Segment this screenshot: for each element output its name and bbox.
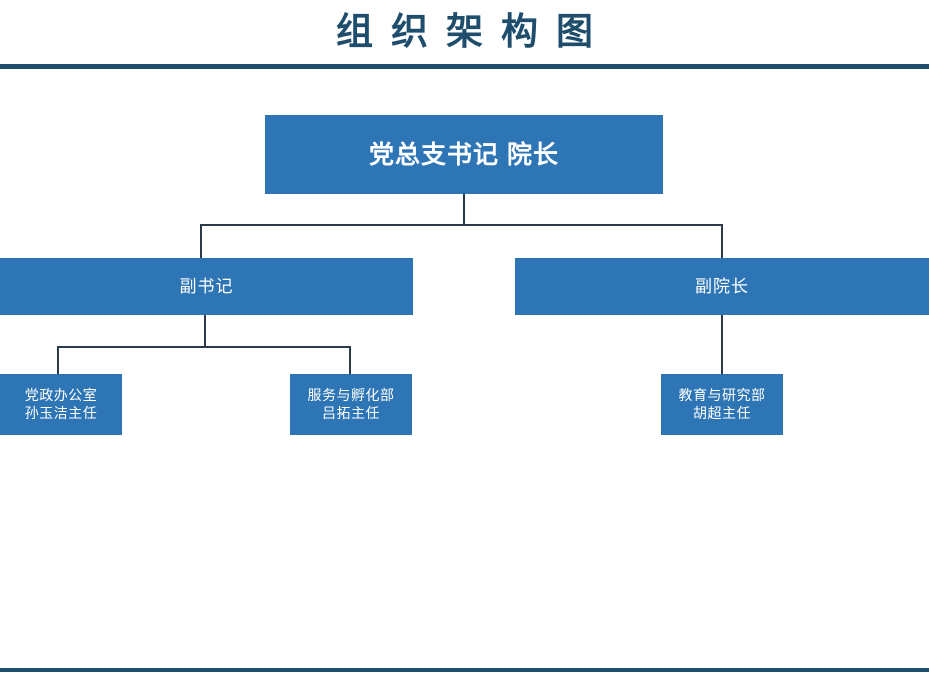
org-node-service[interactable]: 服务与孵化部 吕拓主任 — [290, 374, 412, 435]
connector-to-office — [57, 346, 59, 375]
connector-to-vice-president — [721, 224, 723, 259]
org-node-office[interactable]: 党政办公室 孙玉洁主任 — [0, 374, 122, 435]
connector-deputy-secretary-stem — [204, 315, 206, 348]
org-node-service-text: 服务与孵化部 吕拓主任 — [308, 387, 395, 423]
org-node-office-label: 党政办公室 — [24, 386, 98, 403]
connector-deputy-secretary-bar — [57, 346, 351, 348]
connector-root-stem — [463, 194, 465, 226]
header-divider-top — [0, 64, 929, 69]
connector-to-education — [721, 315, 723, 375]
page-title: 组织架构图 — [336, 11, 611, 52]
connector-level2-bar — [200, 224, 723, 226]
org-node-education-text: 教育与研究部 胡超主任 — [679, 387, 766, 423]
org-node-office-sublabel: 孙玉洁主任 — [24, 404, 98, 421]
org-node-root-label: 党总支书记 院长 — [369, 140, 559, 169]
org-node-education-sublabel: 胡超主任 — [693, 404, 751, 421]
org-node-education-label: 教育与研究部 — [678, 386, 766, 403]
connector-to-service — [349, 346, 351, 375]
org-node-deputy-secretary[interactable]: 副书记 — [0, 258, 413, 315]
org-node-office-text: 党政办公室 孙玉洁主任 — [25, 387, 98, 423]
connector-to-deputy-secretary — [200, 224, 202, 259]
org-node-vice-president[interactable]: 副院长 — [515, 258, 929, 315]
org-node-service-label: 服务与孵化部 — [307, 386, 395, 403]
org-node-vice-president-label: 副院长 — [695, 276, 749, 296]
org-node-service-sublabel: 吕拓主任 — [322, 404, 380, 421]
org-node-deputy-secretary-label: 副书记 — [179, 276, 234, 296]
org-node-education[interactable]: 教育与研究部 胡超主任 — [661, 374, 783, 435]
org-node-root[interactable]: 党总支书记 院长 — [265, 115, 663, 194]
footer-divider-bottom — [0, 668, 929, 672]
